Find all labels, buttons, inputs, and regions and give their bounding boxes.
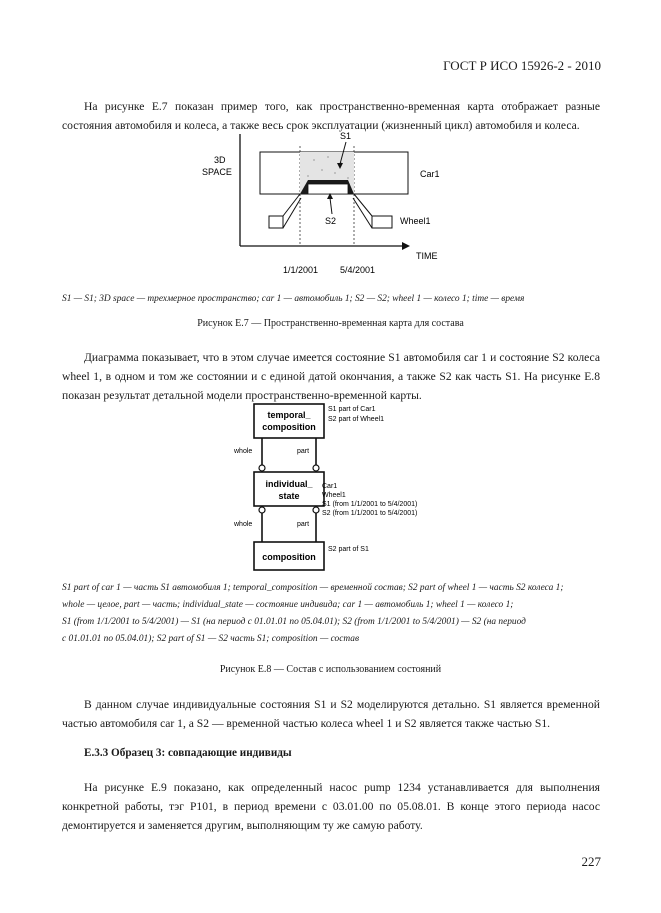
figure-e8-legend: S1 part of car 1 — часть S1 автомобиля 1… bbox=[62, 580, 602, 648]
s2-pointer bbox=[329, 197, 333, 215]
paragraph-3: В данном случае индивидуальные состояния… bbox=[62, 698, 600, 730]
role-part-bottom: part bbox=[297, 521, 309, 528]
note-bottom-1: S2 part of S1 bbox=[328, 546, 369, 553]
label-wheel1: Wheel1 bbox=[400, 216, 431, 226]
label-s2: S2 bbox=[325, 216, 336, 226]
label-car1: Car1 bbox=[420, 169, 440, 179]
label-date-2: 5/4/2001 bbox=[340, 265, 375, 275]
section-heading: Е.3.3 Образец 3: совпадающие индивиды bbox=[84, 747, 292, 759]
figure-e8-legend-line-1: S1 part of car 1 — часть S1 автомобиля 1… bbox=[62, 583, 564, 593]
individual-line-1: individual_ bbox=[265, 479, 313, 489]
box-composition bbox=[253, 541, 325, 571]
note-top-2: S2 part of Wheel1 bbox=[328, 416, 384, 423]
figure-e8-caption: Рисунок Е.8 — Состав с использованием со… bbox=[219, 664, 442, 675]
role-whole-top: whole bbox=[233, 448, 252, 455]
label-date-1: 1/1/2001 bbox=[283, 265, 318, 275]
label-time: TIME bbox=[416, 251, 438, 261]
paragraph-4: На рисунке Е.9 показано, как определенны… bbox=[62, 781, 600, 832]
individual-line-2: state bbox=[278, 491, 299, 501]
paragraph-1: На рисунке Е.7 показан пример того, как … bbox=[62, 100, 600, 132]
note-mid-4: S2 (from 1/1/2001 to 5/4/2001) bbox=[322, 510, 417, 517]
s1-pointer bbox=[339, 141, 347, 165]
document-header: ГОСТ Р ИСО 15926-2 - 2010 bbox=[443, 58, 601, 73]
temporal-line-2: composition bbox=[262, 422, 316, 432]
figure-e8-composition-diagram: temporal_ composition individual_ state … bbox=[233, 403, 417, 571]
figure-e7-legend: S1 — S1; 3D space — трехмерное пространс… bbox=[62, 294, 525, 304]
label-s1: S1 bbox=[340, 131, 351, 141]
label-space: SPACE bbox=[202, 167, 232, 177]
page-number: 227 bbox=[581, 854, 602, 869]
wheel1-before bbox=[268, 215, 284, 229]
note-mid-3: S1 (from 1/1/2001 to 5/4/2001) bbox=[322, 501, 417, 508]
box-temporal-composition bbox=[253, 403, 325, 439]
x-axis-arrow bbox=[402, 242, 410, 250]
temporal-line-1: temporal_ bbox=[267, 410, 311, 420]
figure-e7-space-time-map: S1 S2 3D SPACE Car1 Wheel1 TIME 1/1/2001… bbox=[202, 131, 440, 275]
role-part-top: part bbox=[297, 448, 309, 455]
note-mid-2: Wheel1 bbox=[322, 492, 346, 499]
label-3d: 3D bbox=[214, 155, 226, 165]
figure-e8-legend-line-4: с 01.01.01 по 05.04.01); S2 part of S1 —… bbox=[62, 634, 360, 644]
note-mid-1: Car1 bbox=[322, 483, 337, 490]
figure-e8-legend-line-3: S1 (from 1/1/2001 to 5/4/2001) — S1 (на … bbox=[62, 617, 526, 627]
s2-inner bbox=[307, 183, 349, 195]
wheel1-after bbox=[371, 215, 393, 229]
figure-e8-legend-line-2: whole — целое, part — часть; individual_… bbox=[62, 600, 514, 610]
figure-e7-caption: Рисунок Е.7 — Пространственно-временная … bbox=[197, 318, 464, 329]
note-top-1: S1 part of Car1 bbox=[328, 406, 376, 413]
composition-label: composition bbox=[262, 552, 316, 562]
paragraph-2: Диаграмма показывает, что в этом случае … bbox=[62, 351, 600, 402]
box-individual-state bbox=[253, 471, 325, 507]
role-whole-bottom: whole bbox=[233, 521, 252, 528]
